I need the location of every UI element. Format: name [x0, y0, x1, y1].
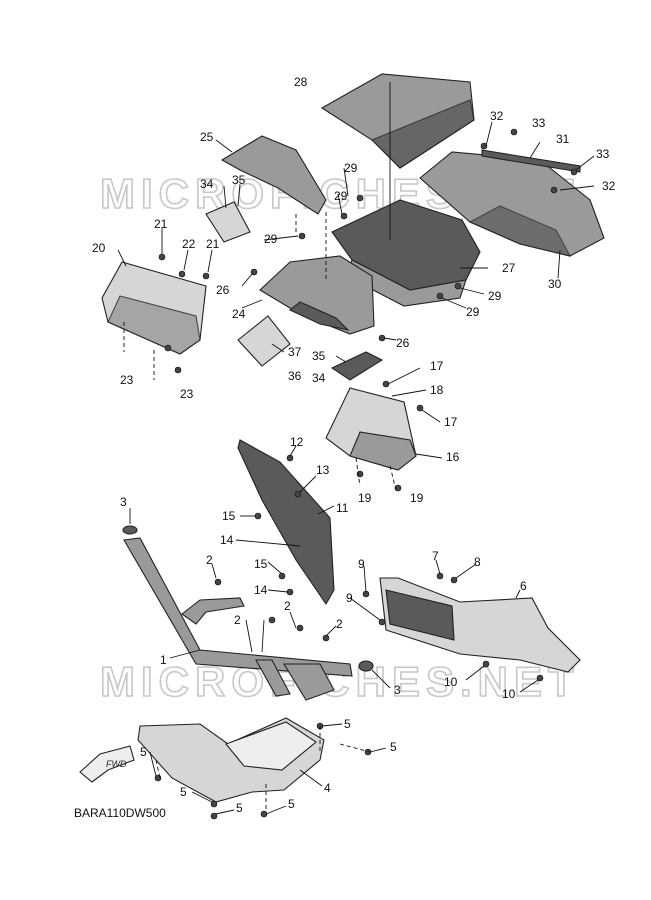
part-4-skid-plate[interactable] — [137, 717, 325, 803]
callout-37: 37 — [288, 345, 302, 359]
callout-14b: 14 — [254, 583, 268, 597]
callout-5e: 5 — [236, 801, 243, 815]
callout-31: 31 — [556, 132, 570, 146]
callout-9a: 9 — [358, 557, 365, 571]
callout-5d: 5 — [180, 785, 187, 799]
callout-34a: 34 — [200, 177, 214, 191]
callout-24: 24 — [232, 307, 246, 321]
callout-2b: 2 — [234, 613, 241, 627]
part-27-tub[interactable] — [331, 199, 481, 307]
callout-32a: 32 — [490, 109, 504, 123]
callout-5c: 5 — [140, 745, 147, 759]
callout-17b: 17 — [444, 415, 458, 429]
callout-4: 4 — [324, 781, 331, 795]
part-16-bracket[interactable] — [325, 387, 417, 471]
callout-2d: 2 — [336, 617, 343, 631]
callout-8: 8 — [474, 555, 481, 569]
callout-29c: 29 — [264, 232, 278, 246]
drawing-code: BARA110DW500 — [74, 806, 166, 820]
part-36-37-bracket[interactable] — [237, 315, 291, 367]
callout-23b: 23 — [180, 387, 194, 401]
part-31-bar[interactable] — [481, 149, 581, 173]
leader-lines — [117, 82, 595, 815]
callout-18: 18 — [430, 383, 444, 397]
callout-16: 16 — [446, 450, 460, 464]
part-20-tray[interactable] — [101, 261, 207, 355]
part-11-side-panel[interactable] — [237, 439, 335, 606]
callout-5a: 5 — [344, 717, 351, 731]
callout-29e: 29 — [466, 305, 480, 319]
callout-numbers: 28 32 33 31 33 32 25 29 29 29 34 35 21 2… — [92, 75, 616, 815]
callout-9b: 9 — [346, 591, 353, 605]
part-24-panel[interactable] — [259, 255, 375, 335]
callout-21b: 21 — [206, 237, 220, 251]
callout-5b: 5 — [390, 740, 397, 754]
callout-1: 1 — [160, 653, 167, 667]
callout-26b: 26 — [396, 336, 410, 350]
part-6-rear-fender[interactable] — [379, 577, 581, 673]
callout-17a: 17 — [430, 359, 444, 373]
callout-36: 36 — [288, 369, 302, 383]
callout-15b: 15 — [254, 557, 268, 571]
callout-29d: 29 — [488, 289, 502, 303]
callout-20: 20 — [92, 241, 106, 255]
callout-3b: 3 — [394, 683, 401, 697]
callout-6: 6 — [520, 579, 527, 593]
callout-22: 22 — [182, 237, 196, 251]
callout-35b: 35 — [312, 349, 326, 363]
callout-14a: 14 — [220, 533, 234, 547]
callout-10a: 10 — [444, 675, 458, 689]
callout-35a: 35 — [232, 173, 246, 187]
callout-12: 12 — [290, 435, 304, 449]
callout-33a: 33 — [532, 116, 546, 130]
callout-10b: 10 — [502, 687, 516, 701]
part-34-bracket-lower[interactable] — [330, 351, 384, 381]
callout-7: 7 — [432, 549, 439, 563]
callout-29a: 29 — [344, 161, 358, 175]
callout-2a: 2 — [206, 553, 213, 567]
part-30-rear-panel[interactable] — [419, 151, 605, 257]
callout-28: 28 — [294, 75, 308, 89]
callout-30: 30 — [548, 277, 562, 291]
callout-19a: 19 — [358, 491, 372, 505]
callout-29b: 29 — [334, 189, 348, 203]
callout-26a: 26 — [216, 283, 230, 297]
fwd-arrow-icon: FWD — [79, 745, 135, 783]
callout-33b: 33 — [596, 147, 610, 161]
callout-25: 25 — [200, 130, 214, 144]
callout-2c: 2 — [284, 599, 291, 613]
part-1-tube-frame[interactable] — [122, 525, 374, 701]
part-25-cover[interactable] — [220, 135, 327, 215]
callout-11: 11 — [336, 501, 349, 515]
callout-3a: 3 — [120, 495, 127, 509]
part-34-bracket-upper[interactable] — [205, 201, 251, 243]
callout-32b: 32 — [602, 179, 616, 193]
callout-34b: 34 — [312, 371, 326, 385]
callout-21a: 21 — [154, 217, 168, 231]
callout-27: 27 — [502, 261, 516, 275]
part-28-top-cover[interactable] — [320, 73, 475, 169]
callout-13: 13 — [316, 463, 330, 477]
fastener-markers — [154, 128, 578, 820]
callout-19b: 19 — [410, 491, 424, 505]
callout-5f: 5 — [288, 797, 295, 811]
callout-15a: 15 — [222, 509, 236, 523]
callout-23a: 23 — [120, 373, 134, 387]
fwd-label: FWD — [106, 759, 127, 769]
